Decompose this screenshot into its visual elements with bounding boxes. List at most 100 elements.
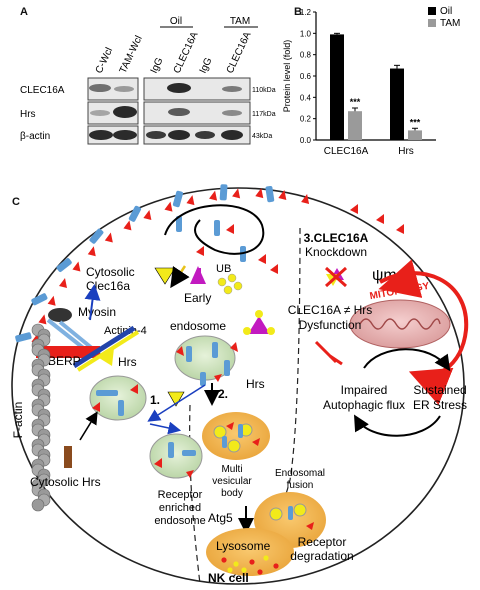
lysosome-cargo (263, 555, 269, 561)
y-tick-label: 1.0 (300, 29, 312, 38)
lysosome-cargo (221, 557, 227, 563)
atg5-label: Atg5 (208, 511, 233, 525)
legend-swatch (428, 7, 436, 15)
category-label: Hrs (398, 146, 414, 157)
y-axis-label: Protein level (fold) (282, 40, 292, 113)
row-label-hrs: Hrs (20, 109, 36, 120)
panel-a-label: A (20, 6, 28, 18)
y-tick-label: 0.6 (300, 72, 312, 81)
group-label-oil: Oil (170, 16, 182, 27)
hrs-label-right: Hrs (246, 377, 265, 391)
step-2-label: 2. (218, 387, 228, 401)
row-label-clec16a: CLEC16A (20, 85, 65, 96)
lysosome-cargo (257, 569, 263, 575)
significance-marker: *** (410, 117, 421, 127)
lane-label: IgG (149, 56, 166, 75)
ub-label: UB (216, 263, 231, 275)
step-1-label: 1. (150, 393, 160, 407)
y-tick-label: 0.0 (300, 136, 312, 145)
receptor (56, 258, 72, 272)
lysosome-cargo (241, 567, 247, 573)
ligand (196, 246, 204, 256)
bar (408, 130, 422, 140)
y-tick-label: 1.2 (300, 8, 312, 17)
ligand (209, 190, 218, 201)
myosin-label: Myosin (78, 305, 116, 319)
lane-label: TAM-Wcl (118, 34, 145, 75)
receptor (89, 228, 104, 244)
ligand (72, 261, 81, 272)
receptor (176, 216, 182, 232)
lysosome-cargo (227, 567, 233, 573)
early-label: Early (184, 291, 211, 305)
y-tick-label: 0.4 (300, 93, 312, 102)
ligand (301, 194, 310, 205)
endosome-label: endosome (170, 319, 226, 333)
lysosome-cargo (249, 559, 255, 565)
receptor (15, 332, 32, 343)
legend-label: Oil (440, 6, 452, 17)
hrs-label-left: Hrs (118, 355, 137, 369)
lane-label: CLEC16A (172, 30, 201, 75)
size-marker: 43kDa (252, 133, 272, 140)
ligand (123, 220, 132, 231)
y-tick-label: 0.8 (300, 51, 312, 60)
legend-label: TAM (440, 18, 460, 29)
significance-marker: *** (350, 97, 361, 107)
size-marker: 117kDa (252, 111, 276, 118)
panel-b-label: B (294, 6, 302, 18)
panel-c-label: C (12, 196, 20, 208)
receptor (172, 190, 184, 208)
lane-label: CLEC16A (225, 30, 254, 75)
y-tick-label: 0.2 (300, 115, 312, 124)
bar (330, 34, 344, 140)
ligand (47, 295, 56, 306)
lane-label: C-Wcl (94, 46, 115, 75)
receptor (265, 185, 275, 203)
ligand (104, 232, 113, 243)
lysosome-label: Lysosome (216, 539, 271, 553)
legend-swatch (428, 19, 436, 27)
receptor (214, 220, 220, 236)
receptor (219, 184, 228, 201)
ligand (350, 204, 358, 214)
ligand (258, 254, 266, 264)
lysosome-cargo (233, 561, 239, 567)
row-label-beta-actin: β-actin (20, 131, 50, 142)
ligand (186, 195, 195, 206)
lysosome-cargo (273, 563, 279, 569)
nk-cell-label: NK cell (208, 571, 249, 585)
size-marker: 110kDa (252, 87, 276, 94)
ligand (164, 201, 173, 212)
receptor (128, 205, 142, 222)
ligand (278, 190, 287, 201)
bar (348, 111, 362, 140)
ligand (255, 188, 264, 199)
ligand (232, 188, 241, 199)
category-label: CLEC16A (324, 146, 369, 157)
ligand (376, 214, 384, 224)
ligand (38, 314, 47, 325)
actin-monomer (31, 498, 45, 512)
ligand (396, 224, 404, 234)
group-label-tam: TAM (230, 16, 250, 27)
f-actin-label: F-actin (11, 402, 25, 439)
bar (390, 68, 404, 140)
ligand (87, 246, 96, 257)
receptor (31, 293, 48, 306)
ligand (270, 264, 278, 274)
ligand (226, 224, 234, 234)
cytosolic-hrs-label: Cytosolic Hrs (30, 475, 101, 489)
ligand (143, 210, 152, 221)
